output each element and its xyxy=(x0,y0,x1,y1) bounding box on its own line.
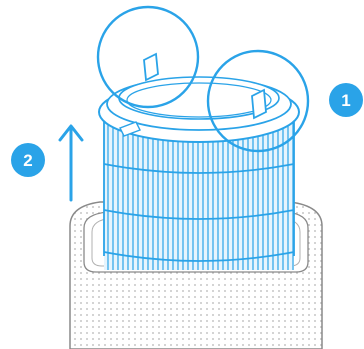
filter-tab-right xyxy=(252,90,266,118)
step-number-1: 1 xyxy=(341,91,350,110)
arrow-up-icon xyxy=(60,126,82,200)
filter-tab-left xyxy=(144,54,158,80)
step-number-2: 2 xyxy=(23,151,32,170)
step-badge-1: 1 xyxy=(329,83,363,117)
filter-cartridge xyxy=(99,77,299,270)
step-badge-2: 2 xyxy=(11,143,45,177)
